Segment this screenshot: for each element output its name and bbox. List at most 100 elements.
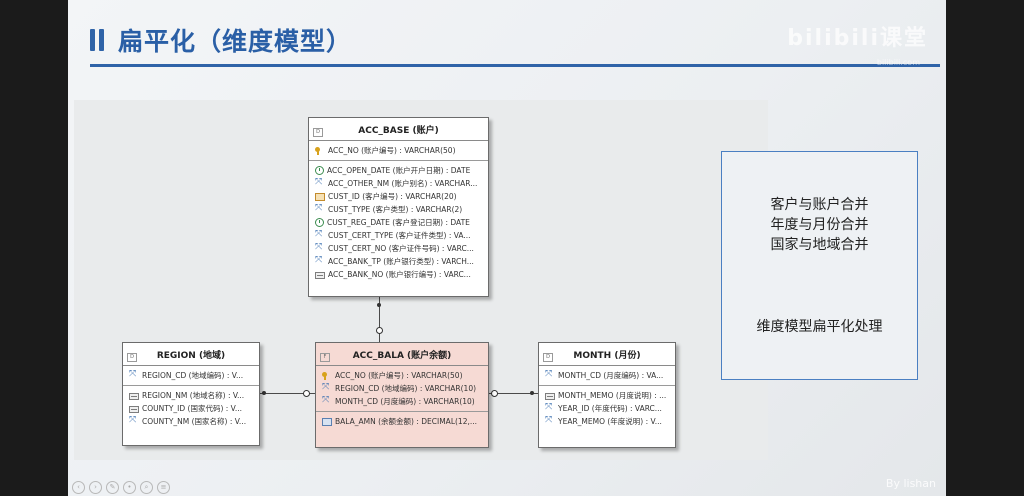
field-label: MONTH_CD (月度编码) : VARCHAR(10) (335, 397, 475, 406)
text-field-icon (315, 271, 325, 279)
menu-icon[interactable]: ≡ (157, 481, 170, 494)
foreign-key-icon (315, 229, 325, 240)
entity-field: ACC_BANK_TP (账户银行类型) : VARCH... (309, 255, 488, 268)
foreign-key-icon (545, 369, 555, 380)
note-line: 客户与账户合并 (770, 197, 869, 213)
foreign-key-icon (545, 402, 555, 413)
foreign-key-icon (322, 395, 332, 406)
entity-field: CUST_CERT_NO (客户证件号码) : VARC... (309, 242, 488, 255)
slide: 扁平化（维度模型） bilibili课堂 bilibili.com D ACC_… (68, 0, 946, 496)
field-label: MONTH_CD (月度编码) : VA... (558, 371, 664, 380)
foreign-key-icon (545, 415, 555, 426)
watermark-logo: bilibili课堂 (787, 26, 928, 51)
date-field-icon (315, 166, 324, 175)
entity-name: ACC_BASE (账户) (358, 125, 439, 136)
next-icon[interactable]: › (89, 481, 102, 494)
field-label: COUNTY_ID (国家代码) : V... (142, 404, 242, 413)
field-label: CUST_CERT_TYPE (客户证件类型) : VA... (328, 231, 471, 240)
entity-field: BALA_AMN (余额金额) : DECIMAL(12,... (316, 415, 488, 428)
pen-icon[interactable]: ✎ (106, 481, 119, 494)
entity-key-section: MONTH_CD (月度编码) : VA... (539, 366, 675, 386)
watermark-subtext: bilibili.com (876, 58, 920, 67)
field-label: CUST_CERT_NO (客户证件号码) : VARC... (328, 244, 474, 253)
relation-end-marker (303, 390, 310, 397)
entity-key-section: REGION_CD (地域编码) : V... (123, 366, 259, 386)
entity-name: ACC_BALA (账户余额) (352, 350, 452, 361)
entity-field: CUST_REG_DATE (客户登记日期) : DATE (309, 216, 488, 229)
field-label: CUST_REG_DATE (客户登记日期) : DATE (327, 218, 470, 227)
entity-field: CUST_CERT_TYPE (客户证件类型) : VA... (309, 229, 488, 242)
foreign-key-icon (315, 203, 325, 214)
presentation-toolbar: ‹ › ✎ • ⌕ ≡ (72, 481, 170, 494)
entity-attribute-section: MONTH_MEMO (月度说明) : ... YEAR_ID (年度代码) :… (539, 386, 675, 431)
field-label: REGION_CD (地域编码) : V... (142, 371, 244, 380)
entity-attribute-section: BALA_AMN (余额金额) : DECIMAL(12,... (316, 412, 488, 431)
field-label: COUNTY_NM (国家名称) : V... (142, 417, 247, 426)
entity-attribute-section: REGION_NM (地域名称) : V... COUNTY_ID (国家代码)… (123, 386, 259, 431)
field-label: YEAR_ID (年度代码) : VARC... (558, 404, 662, 413)
text-field-icon (545, 392, 555, 400)
entity-field: MONTH_CD (月度编码) : VA... (539, 369, 675, 382)
field-label: ACC_BANK_NO (账户银行编号) : VARC... (328, 270, 471, 279)
entity-field: ACC_OTHER_NM (账户别名) : VARCHAR... (309, 177, 488, 190)
id-card-icon (315, 192, 325, 201)
field-label: ACC_NO (账户编号) : VARCHAR(50) (335, 371, 463, 380)
field-label: BALA_AMN (余额金额) : DECIMAL(12,... (335, 417, 477, 426)
entity-attribute-section: ACC_OPEN_DATE (账户开户日期) : DATE ACC_OTHER_… (309, 161, 488, 284)
primary-key-icon (322, 371, 332, 380)
pointer-icon[interactable]: • (123, 481, 136, 494)
relation-end-marker (377, 303, 381, 307)
relation-line-acc-bala-month (487, 393, 538, 394)
field-label: YEAR_MEMO (年度说明) : V... (558, 417, 662, 426)
entity-field: ACC_NO (账户编号) : VARCHAR(50) (309, 144, 488, 157)
notes-box: 客户与账户合并 年度与月份合并 国家与地域合并 维度模型扁平化处理 (721, 151, 918, 380)
foreign-key-icon (129, 369, 139, 380)
table-icon: D (543, 353, 553, 362)
entity-acc-bala[interactable]: F ACC_BALA (账户余额) ACC_NO (账户编号) : VARCHA… (315, 342, 489, 448)
field-label: ACC_NO (账户编号) : VARCHAR(50) (328, 146, 456, 155)
slide-title-bar: 扁平化（维度模型） (90, 22, 352, 58)
prev-icon[interactable]: ‹ (72, 481, 85, 494)
entity-acc-base[interactable]: D ACC_BASE (账户) ACC_NO (账户编号) : VARCHAR(… (308, 117, 489, 297)
entity-month[interactable]: D MONTH (月份) MONTH_CD (月度编码) : VA... MON… (538, 342, 676, 448)
slide-title: 扁平化（维度模型） (118, 27, 353, 56)
entity-header: F ACC_BALA (账户余额) (316, 343, 488, 366)
date-field-icon (315, 218, 324, 227)
field-label: ACC_BANK_TP (账户银行类型) : VARCH... (328, 257, 474, 266)
entity-name: REGION (地域) (156, 350, 226, 361)
note-line: 年度与月份合并 (770, 217, 869, 233)
foreign-key-icon (315, 255, 325, 266)
entity-key-section: ACC_NO (账户编号) : VARCHAR(50) REGION_CD (地… (316, 366, 488, 412)
entity-header: D MONTH (月份) (539, 343, 675, 366)
entity-field: CUST_ID (客户编号) : VARCHAR(20) (309, 190, 488, 203)
entity-region[interactable]: D REGION (地域) REGION_CD (地域编码) : V... RE… (122, 342, 260, 446)
entity-header: D REGION (地域) (123, 343, 259, 366)
text-field-icon (129, 405, 139, 413)
author-credit: By lishan (885, 477, 936, 490)
table-icon: D (313, 128, 323, 137)
field-label: REGION_CD (地域编码) : VARCHAR(10) (335, 384, 477, 393)
relation-line-acc-base-acc-bala (379, 295, 380, 342)
primary-key-icon (315, 146, 325, 155)
entity-name: MONTH (月份) (573, 350, 641, 361)
entity-field: YEAR_MEMO (年度说明) : V... (539, 415, 675, 428)
field-label: CUST_ID (客户编号) : VARCHAR(20) (328, 192, 457, 201)
entity-key-section: ACC_NO (账户编号) : VARCHAR(50) (309, 141, 488, 161)
decimal-field-icon (322, 417, 332, 426)
table-icon: D (127, 353, 137, 362)
note-line: 维度模型扁平化处理 (756, 319, 883, 335)
entity-field: YEAR_ID (年度代码) : VARC... (539, 402, 675, 415)
field-label: ACC_OTHER_NM (账户别名) : VARCHAR... (328, 179, 478, 188)
foreign-key-icon (315, 242, 325, 253)
relation-end-marker (376, 327, 383, 334)
entity-field: REGION_NM (地域名称) : V... (123, 389, 259, 402)
search-icon[interactable]: ⌕ (140, 481, 153, 494)
relation-end-marker (530, 391, 534, 395)
text-field-icon (129, 392, 139, 400)
field-label: REGION_NM (地域名称) : V... (142, 391, 245, 400)
note-line: 国家与地域合并 (770, 237, 869, 253)
field-label: MONTH_MEMO (月度说明) : ... (558, 391, 667, 400)
entity-field: ACC_BANK_NO (账户银行编号) : VARC... (309, 268, 488, 281)
relation-end-marker (262, 391, 266, 395)
entity-field: ACC_OPEN_DATE (账户开户日期) : DATE (309, 164, 488, 177)
